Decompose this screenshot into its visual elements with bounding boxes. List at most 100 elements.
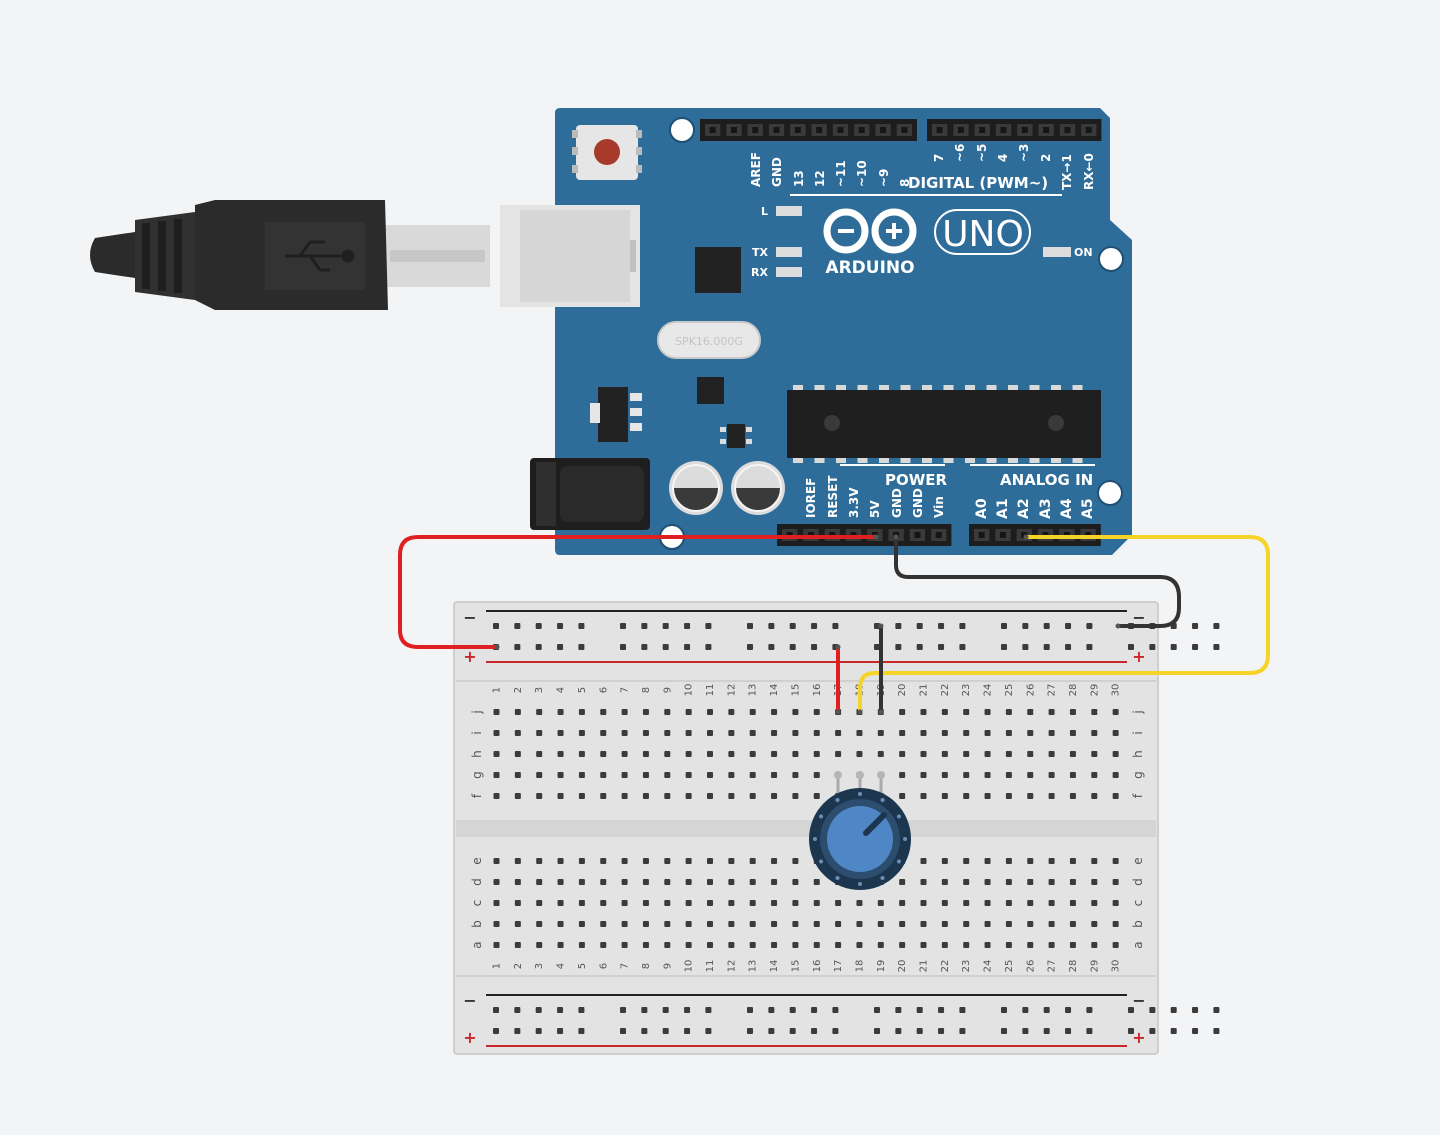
rail-hole-top-plus[interactable] xyxy=(874,644,880,650)
hole-c3[interactable] xyxy=(536,900,543,906)
breadboard[interactable]: − − + + − − + + 112233445566778899101011… xyxy=(453,601,1220,1055)
hole-i28[interactable] xyxy=(1069,730,1076,736)
hole-g9[interactable] xyxy=(664,772,671,778)
rail-hole-top-plus[interactable] xyxy=(620,644,626,650)
hole-e10[interactable] xyxy=(685,858,692,864)
usb-cable[interactable] xyxy=(90,200,490,310)
hole-d16[interactable] xyxy=(813,879,820,885)
hole-d21[interactable] xyxy=(920,879,927,885)
hole-a19[interactable] xyxy=(877,942,884,948)
rail-hole-bottom-minus[interactable] xyxy=(1065,1007,1072,1013)
hole-c22[interactable] xyxy=(941,900,948,906)
hole-h22[interactable] xyxy=(941,751,948,757)
hole-h1[interactable] xyxy=(493,751,500,757)
hole-h30[interactable] xyxy=(1112,751,1119,757)
rail-hole-top-minus[interactable] xyxy=(684,623,691,629)
hole-e14[interactable] xyxy=(771,858,778,864)
hole-f21[interactable] xyxy=(920,793,927,799)
hole-c26[interactable] xyxy=(1027,900,1034,906)
rail-hole-top-plus[interactable] xyxy=(1192,644,1199,650)
hole-c27[interactable] xyxy=(1048,900,1055,906)
hole-e5[interactable] xyxy=(578,858,585,864)
hole-d9[interactable] xyxy=(664,879,671,885)
hole-a26[interactable] xyxy=(1027,942,1034,948)
rail-hole-top-plus[interactable] xyxy=(811,644,818,650)
rail-hole-bottom-minus[interactable] xyxy=(832,1007,839,1013)
hole-h18[interactable] xyxy=(856,751,863,757)
hole-e7[interactable] xyxy=(621,858,628,864)
hole-a18[interactable] xyxy=(856,942,863,948)
hole-d28[interactable] xyxy=(1069,879,1076,885)
hole-i3[interactable] xyxy=(536,730,543,736)
hole-a9[interactable] xyxy=(664,942,671,948)
hole-j5[interactable] xyxy=(578,709,585,715)
rail-hole-top-plus[interactable] xyxy=(641,644,648,650)
hole-a4[interactable] xyxy=(557,942,564,948)
rail-hole-bottom-plus[interactable] xyxy=(916,1028,923,1034)
rail-hole-bottom-minus[interactable] xyxy=(535,1007,542,1013)
hole-e3[interactable] xyxy=(536,858,543,864)
rail-hole-bottom-plus[interactable] xyxy=(768,1028,775,1034)
rail-hole-bottom-minus[interactable] xyxy=(1149,1007,1156,1013)
rail-hole-top-minus[interactable] xyxy=(811,623,818,629)
hole-c25[interactable] xyxy=(1005,900,1012,906)
rail-hole-bottom-minus[interactable] xyxy=(1001,1007,1007,1013)
hole-e13[interactable] xyxy=(749,858,756,864)
hole-a14[interactable] xyxy=(771,942,778,948)
rail-hole-bottom-minus[interactable] xyxy=(705,1007,712,1013)
hole-a7[interactable] xyxy=(621,942,628,948)
rail-hole-bottom-minus[interactable] xyxy=(916,1007,923,1013)
hole-d30[interactable] xyxy=(1112,879,1119,885)
hole-e4[interactable] xyxy=(557,858,564,864)
rail-hole-top-minus[interactable] xyxy=(938,623,945,629)
hole-j28[interactable] xyxy=(1069,709,1076,715)
hole-e23[interactable] xyxy=(963,858,970,864)
wires[interactable] xyxy=(398,534,1270,715)
hole-f6[interactable] xyxy=(600,793,607,799)
potentiometer[interactable] xyxy=(809,771,911,890)
hole-f11[interactable] xyxy=(707,793,713,799)
hole-c5[interactable] xyxy=(578,900,585,906)
hole-b15[interactable] xyxy=(792,921,799,927)
hole-f8[interactable] xyxy=(642,793,649,799)
hole-g15[interactable] xyxy=(792,772,799,778)
rail-hole-bottom-plus[interactable] xyxy=(1170,1028,1177,1034)
hole-h14[interactable] xyxy=(771,751,778,757)
hole-a13[interactable] xyxy=(749,942,756,948)
hole-i19[interactable] xyxy=(877,730,884,736)
hole-h9[interactable] xyxy=(664,751,671,757)
hole-g1[interactable] xyxy=(493,772,500,778)
hole-e21[interactable] xyxy=(920,858,927,864)
hole-h4[interactable] xyxy=(557,751,564,757)
hole-j3[interactable] xyxy=(536,709,543,715)
hole-c28[interactable] xyxy=(1069,900,1076,906)
rail-hole-top-plus[interactable] xyxy=(768,644,775,650)
rail-hole-top-minus[interactable] xyxy=(535,623,542,629)
hole-d6[interactable] xyxy=(600,879,607,885)
hole-f22[interactable] xyxy=(941,793,948,799)
hole-e15[interactable] xyxy=(792,858,799,864)
hole-d10[interactable] xyxy=(685,879,692,885)
hole-a21[interactable] xyxy=(920,942,927,948)
hole-a28[interactable] xyxy=(1069,942,1076,948)
hole-g29[interactable] xyxy=(1091,772,1098,778)
hole-f29[interactable] xyxy=(1091,793,1098,799)
hole-h2[interactable] xyxy=(514,751,521,757)
hole-d4[interactable] xyxy=(557,879,564,885)
hole-i9[interactable] xyxy=(664,730,671,736)
hole-c23[interactable] xyxy=(963,900,970,906)
rail-hole-bottom-minus[interactable] xyxy=(811,1007,818,1013)
hole-f25[interactable] xyxy=(1005,793,1012,799)
hole-d25[interactable] xyxy=(1005,879,1012,885)
rail-hole-top-minus[interactable] xyxy=(832,623,839,629)
hole-e28[interactable] xyxy=(1069,858,1076,864)
hole-g12[interactable] xyxy=(728,772,735,778)
rail-hole-top-minus[interactable] xyxy=(959,623,966,629)
hole-j21[interactable] xyxy=(920,709,927,715)
hole-a30[interactable] xyxy=(1112,942,1119,948)
rail-hole-bottom-minus[interactable] xyxy=(514,1007,521,1013)
hole-f14[interactable] xyxy=(771,793,778,799)
rail-hole-bottom-plus[interactable] xyxy=(641,1028,648,1034)
hole-e30[interactable] xyxy=(1112,858,1119,864)
hole-b12[interactable] xyxy=(728,921,735,927)
